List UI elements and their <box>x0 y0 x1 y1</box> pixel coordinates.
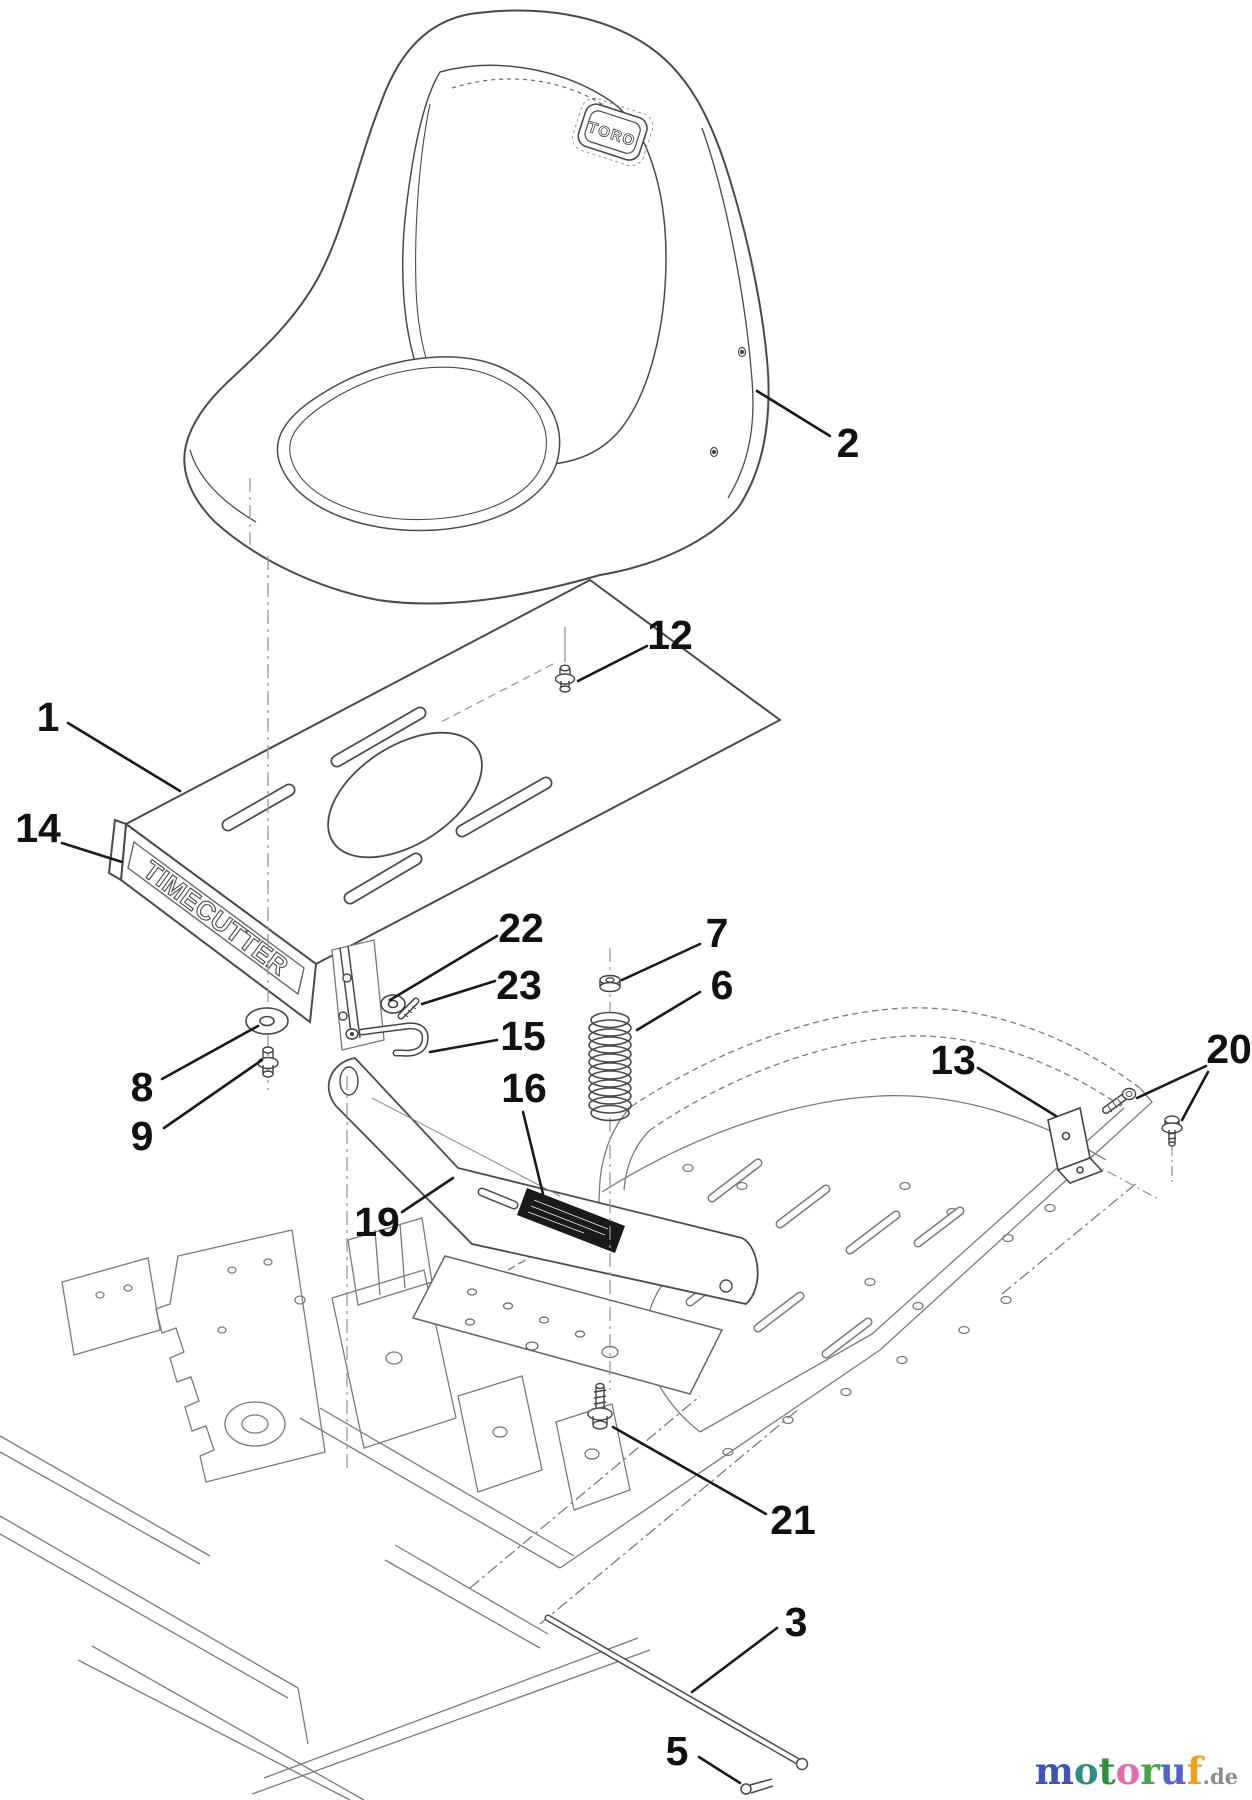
callout-leader-8 <box>160 1024 260 1081</box>
nut-7 <box>599 974 621 993</box>
washer-22 <box>380 994 406 1014</box>
callout-leader-23 <box>420 979 497 1006</box>
callout-leader-6 <box>635 990 702 1032</box>
frame-illustration <box>0 1007 1153 1800</box>
callout-leader-21 <box>611 1425 768 1516</box>
watermark-letter: f <box>1186 1749 1203 1793</box>
bolt-21 <box>587 1382 613 1430</box>
callout-16: 16 <box>501 1065 547 1111</box>
callout-leader-12 <box>576 644 649 683</box>
callout-leader-16 <box>521 1110 545 1196</box>
rod-3 <box>544 1614 809 1771</box>
bracket-13 <box>1047 1106 1104 1184</box>
screw-9 <box>257 1046 279 1078</box>
callout-15: 15 <box>500 1013 546 1059</box>
callout-21: 21 <box>770 1497 816 1543</box>
callout-1: 1 <box>37 694 60 740</box>
callout-2: 2 <box>837 420 860 466</box>
spring-6 <box>588 1011 632 1122</box>
callout-13: 13 <box>930 1037 976 1083</box>
callout-leader-15 <box>428 1038 499 1054</box>
watermark-letter: m <box>1034 1749 1074 1793</box>
seat-bracket-arm <box>327 1057 759 1395</box>
callout-leader-1 <box>66 721 182 793</box>
watermark-letter: o <box>1073 1749 1099 1793</box>
callout-14: 14 <box>15 805 61 851</box>
callout-leader-14 <box>60 841 124 864</box>
callout-leader-7 <box>620 942 702 982</box>
callout-6: 6 <box>711 962 734 1008</box>
callout-23: 23 <box>496 962 542 1008</box>
callout-12: 12 <box>647 612 693 658</box>
callout-leader-20 <box>1135 1064 1208 1100</box>
watermark-letter: o <box>1115 1749 1141 1793</box>
watermark-motoruf: motoruf.de <box>1035 1753 1238 1790</box>
seat-illustration <box>183 9 770 605</box>
cotter-pin-5 <box>740 1778 774 1795</box>
callout-leader-5 <box>697 1755 742 1785</box>
toro-badge: TORO <box>571 97 654 167</box>
callout-leader-20 <box>1180 1070 1210 1122</box>
callout-leader-3 <box>690 1626 779 1694</box>
screw-12 <box>554 664 576 693</box>
callout-22: 22 <box>498 905 544 951</box>
callout-9: 9 <box>131 1113 154 1159</box>
callout-5: 5 <box>666 1728 689 1774</box>
callout-20: 20 <box>1206 1026 1252 1072</box>
callout-leader-9 <box>162 1058 264 1130</box>
callout-19: 19 <box>354 1199 400 1245</box>
callout-8: 8 <box>131 1064 154 1110</box>
callout-leader-22 <box>388 934 499 1002</box>
pin-23 <box>397 997 420 1020</box>
bolts-20 <box>1102 1087 1183 1147</box>
watermark-suffix: .de <box>1202 1764 1238 1789</box>
callout-leader-19 <box>400 1176 455 1214</box>
watermark-letter: u <box>1159 1749 1187 1793</box>
warning-label <box>517 1188 625 1253</box>
callout-leader-13 <box>976 1066 1058 1118</box>
watermark-letter: r <box>1140 1749 1160 1793</box>
callout-3: 3 <box>785 1599 808 1645</box>
hinge-link <box>331 939 385 1051</box>
j-hook-15 <box>345 1022 429 1057</box>
watermark-letter: t <box>1098 1749 1116 1793</box>
callout-leader-2 <box>755 389 832 438</box>
callout-7: 7 <box>706 910 729 956</box>
